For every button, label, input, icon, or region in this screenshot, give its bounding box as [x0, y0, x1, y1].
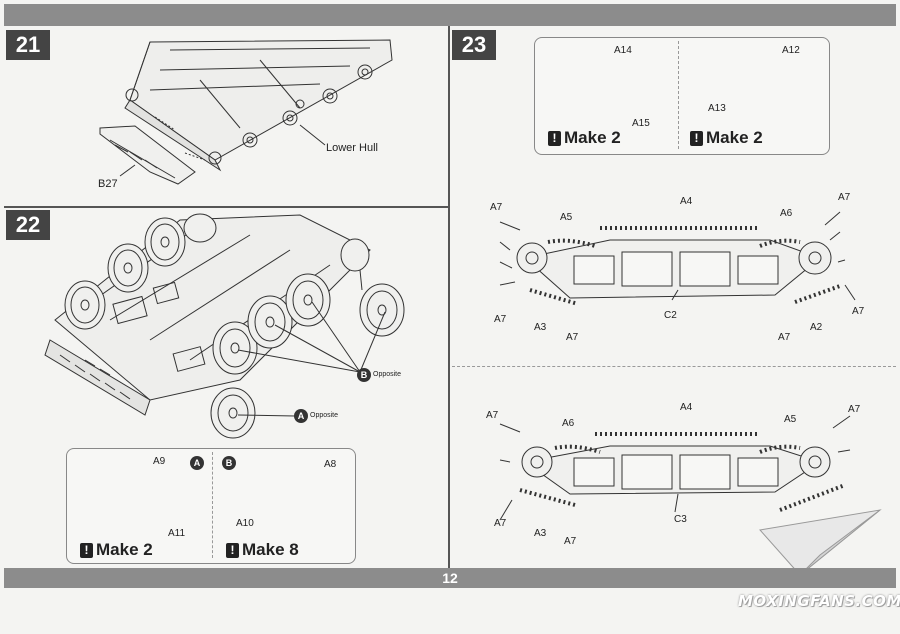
step-number-21: 21: [6, 30, 50, 60]
t1-label-a7-3: A7: [494, 314, 507, 325]
bottom-bar: [4, 568, 896, 588]
t2-label-a4: A4: [680, 402, 693, 413]
t2-label-a7-3: A7: [494, 518, 507, 529]
exclamation-icon: !: [548, 130, 561, 146]
t2-label-a7-1: A7: [486, 410, 499, 421]
t1-label-a6: A6: [780, 208, 793, 219]
t1-label-a7-6: A7: [852, 306, 865, 317]
label-a8: A8: [324, 459, 337, 470]
t2-label-a6: A6: [562, 418, 575, 429]
t1-label-a4: A4: [680, 196, 693, 207]
make-count-right: !Make 2: [690, 128, 763, 148]
t1-label-a2: A2: [810, 322, 823, 333]
lower-hull-drawing: [99, 39, 393, 185]
top-bar: [4, 4, 896, 26]
track-assembly-1: [499, 211, 856, 306]
t2-label-a3: A3: [534, 528, 547, 539]
box-marker-b: B: [222, 456, 236, 470]
watermark: MOXINGFANS.COM: [738, 592, 900, 610]
page-number: 12: [442, 570, 458, 586]
t1-label-a5: A5: [560, 212, 573, 223]
divider-horizontal: [4, 206, 448, 208]
label-a13: A13: [708, 103, 726, 114]
t1-label-a3: A3: [534, 322, 547, 333]
make-count-a: !Make 2: [80, 540, 153, 560]
t1-label-a7-1: A7: [490, 202, 503, 213]
label-a14: A14: [614, 45, 632, 56]
label-a9: A9: [153, 456, 166, 467]
t2-label-a7-4: A7: [564, 536, 577, 547]
wheel-subassembly-box: [66, 448, 356, 564]
t1-label-a7-2: A7: [838, 192, 851, 203]
box-marker-a: A: [190, 456, 204, 470]
step-number-23: 23: [452, 30, 496, 60]
t1-label-a7-4: A7: [566, 332, 579, 343]
chassis-drawing: [44, 213, 405, 439]
label-a10: A10: [236, 518, 254, 529]
paper-plane-logo: [759, 509, 882, 576]
t2-label-a5: A5: [784, 414, 797, 425]
label-a11: A11: [168, 528, 186, 539]
make-count-left: !Make 2: [548, 128, 621, 148]
step-number-22: 22: [6, 210, 50, 240]
label-opposite-b: Opposite: [373, 371, 402, 378]
exclamation-icon: !: [80, 542, 93, 558]
t2-label-a7-2: A7: [848, 404, 861, 415]
divider-vertical: [448, 26, 450, 568]
t2-label-c3: C3: [674, 514, 687, 525]
divider-dashed: [452, 366, 896, 367]
label-lower-hull: Lower Hull: [326, 142, 378, 154]
exclamation-icon: !: [226, 542, 239, 558]
exclamation-icon: !: [690, 130, 703, 146]
track-assembly-2: [499, 415, 851, 521]
marker-b: B: [357, 368, 371, 382]
t1-label-a7-5: A7: [778, 332, 791, 343]
box-divider-2: [678, 41, 679, 149]
t1-label-c2: C2: [664, 310, 677, 321]
marker-a: A: [294, 409, 308, 423]
make-count-b: !Make 8: [226, 540, 299, 560]
box-divider: [212, 452, 213, 558]
sprocket-subassembly-box: [534, 37, 830, 155]
label-a12: A12: [782, 45, 800, 56]
label-opposite-a: Opposite: [310, 412, 339, 419]
label-b27: B27: [98, 178, 118, 190]
label-a15: A15: [632, 118, 650, 129]
